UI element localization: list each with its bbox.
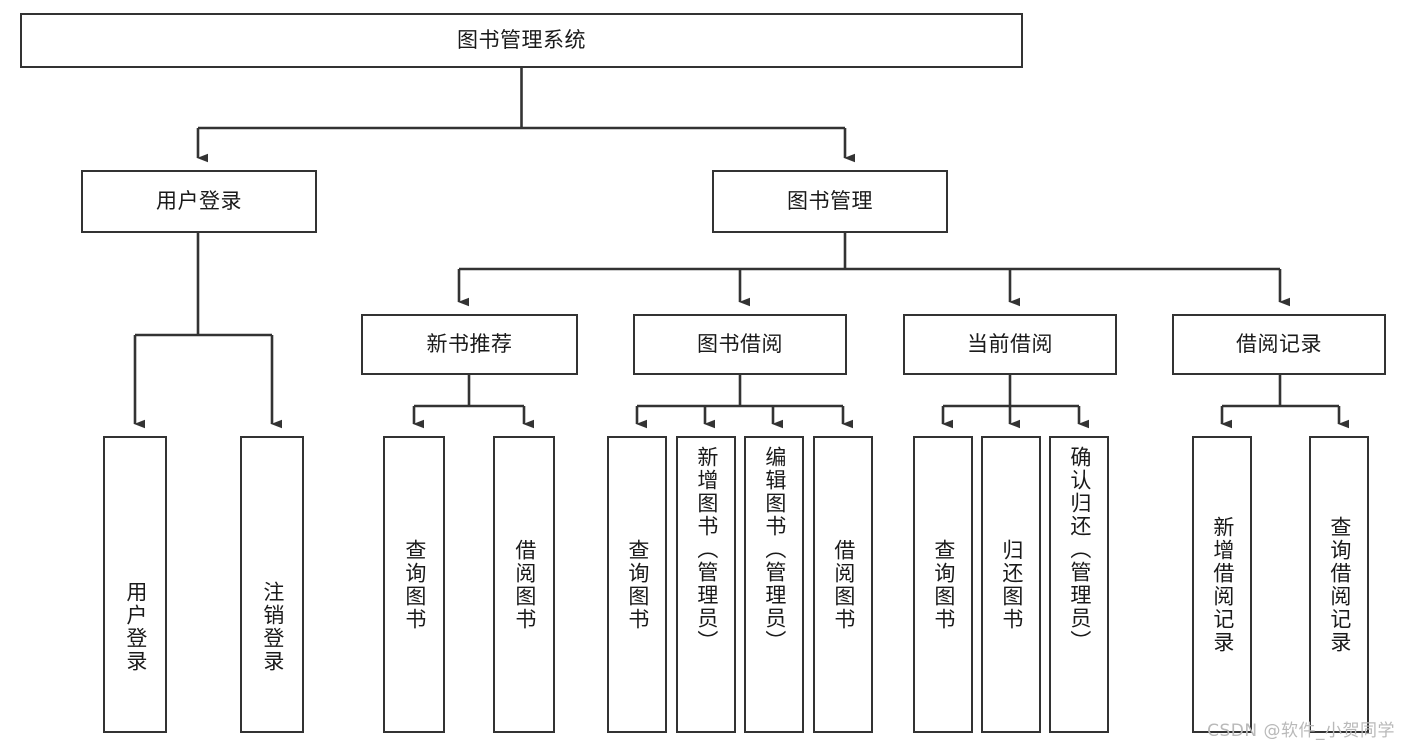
node-user-login[interactable]: 用户登录 xyxy=(81,170,317,233)
connector-group-new-book xyxy=(412,375,534,429)
connector-group-root xyxy=(196,68,855,163)
node-root-system[interactable]: 图书管理系统 xyxy=(20,13,1023,68)
leaf-book-borrow-query[interactable]: 查询图书 xyxy=(607,436,667,733)
node-book-manage-label: 图书管理 xyxy=(787,189,873,214)
leaf-book-borrow-add[interactable]: 新增图书（管理员） xyxy=(676,436,736,733)
connector-group-book-borrow xyxy=(635,375,853,429)
connector-group-book-manage xyxy=(457,233,1290,307)
node-current-borrow-label: 当前借阅 xyxy=(967,332,1053,357)
node-borrow-record-label: 借阅记录 xyxy=(1236,332,1322,357)
leaf-book-borrow-query-label: 查询图书 xyxy=(625,538,650,631)
leaf-borrow-record-query-label: 查询借阅记录 xyxy=(1327,515,1352,654)
leaf-current-borrow-confirm-label: 确认归还（管理员） xyxy=(1067,446,1092,653)
leaf-current-borrow-confirm[interactable]: 确认归还（管理员） xyxy=(1049,436,1109,733)
leaf-book-borrow-edit-label: 编辑图书（管理员） xyxy=(762,446,787,653)
node-root-system-label: 图书管理系统 xyxy=(457,28,586,53)
leaf-new-book-query[interactable]: 查询图书 xyxy=(383,436,445,733)
leaf-book-borrow-borrow-label: 借阅图书 xyxy=(831,538,856,631)
leaf-current-borrow-return-label: 归还图书 xyxy=(999,538,1024,631)
node-new-book-recommend[interactable]: 新书推荐 xyxy=(361,314,578,375)
leaf-book-borrow-edit[interactable]: 编辑图书（管理员） xyxy=(744,436,804,733)
leaf-user-login-login-label: 用户登录 xyxy=(123,581,148,673)
leaf-book-borrow-borrow[interactable]: 借阅图书 xyxy=(813,436,873,733)
leaf-current-borrow-query[interactable]: 查询图书 xyxy=(913,436,973,733)
node-book-manage[interactable]: 图书管理 xyxy=(712,170,948,233)
leaf-new-book-borrow-label: 借阅图书 xyxy=(512,538,537,631)
leaf-borrow-record-add[interactable]: 新增借阅记录 xyxy=(1192,436,1252,733)
node-user-login-label: 用户登录 xyxy=(156,189,242,214)
csdn-watermark: CSDN @软件_小贺同学 xyxy=(1207,721,1395,741)
leaf-user-login-login[interactable]: 用户登录 xyxy=(103,436,167,733)
leaf-book-borrow-add-label: 新增图书（管理员） xyxy=(694,446,719,653)
leaf-new-book-borrow[interactable]: 借阅图书 xyxy=(493,436,555,733)
leaf-new-book-query-label: 查询图书 xyxy=(402,538,427,631)
node-current-borrow[interactable]: 当前借阅 xyxy=(903,314,1117,375)
connector-group-current-borrow xyxy=(941,375,1089,429)
leaf-borrow-record-query[interactable]: 查询借阅记录 xyxy=(1309,436,1369,733)
leaf-user-login-logout[interactable]: 注销登录 xyxy=(240,436,304,733)
connector-group-user-login xyxy=(133,233,282,429)
connector-group-borrow-record xyxy=(1220,375,1349,429)
leaf-user-login-logout-label: 注销登录 xyxy=(260,581,285,673)
node-book-borrow-label: 图书借阅 xyxy=(697,332,783,357)
node-new-book-recommend-label: 新书推荐 xyxy=(426,332,513,357)
leaf-borrow-record-add-label: 新增借阅记录 xyxy=(1210,515,1235,654)
leaf-current-borrow-return[interactable]: 归还图书 xyxy=(981,436,1041,733)
node-borrow-record[interactable]: 借阅记录 xyxy=(1172,314,1386,375)
leaf-current-borrow-query-label: 查询图书 xyxy=(931,538,956,631)
node-book-borrow[interactable]: 图书借阅 xyxy=(633,314,847,375)
